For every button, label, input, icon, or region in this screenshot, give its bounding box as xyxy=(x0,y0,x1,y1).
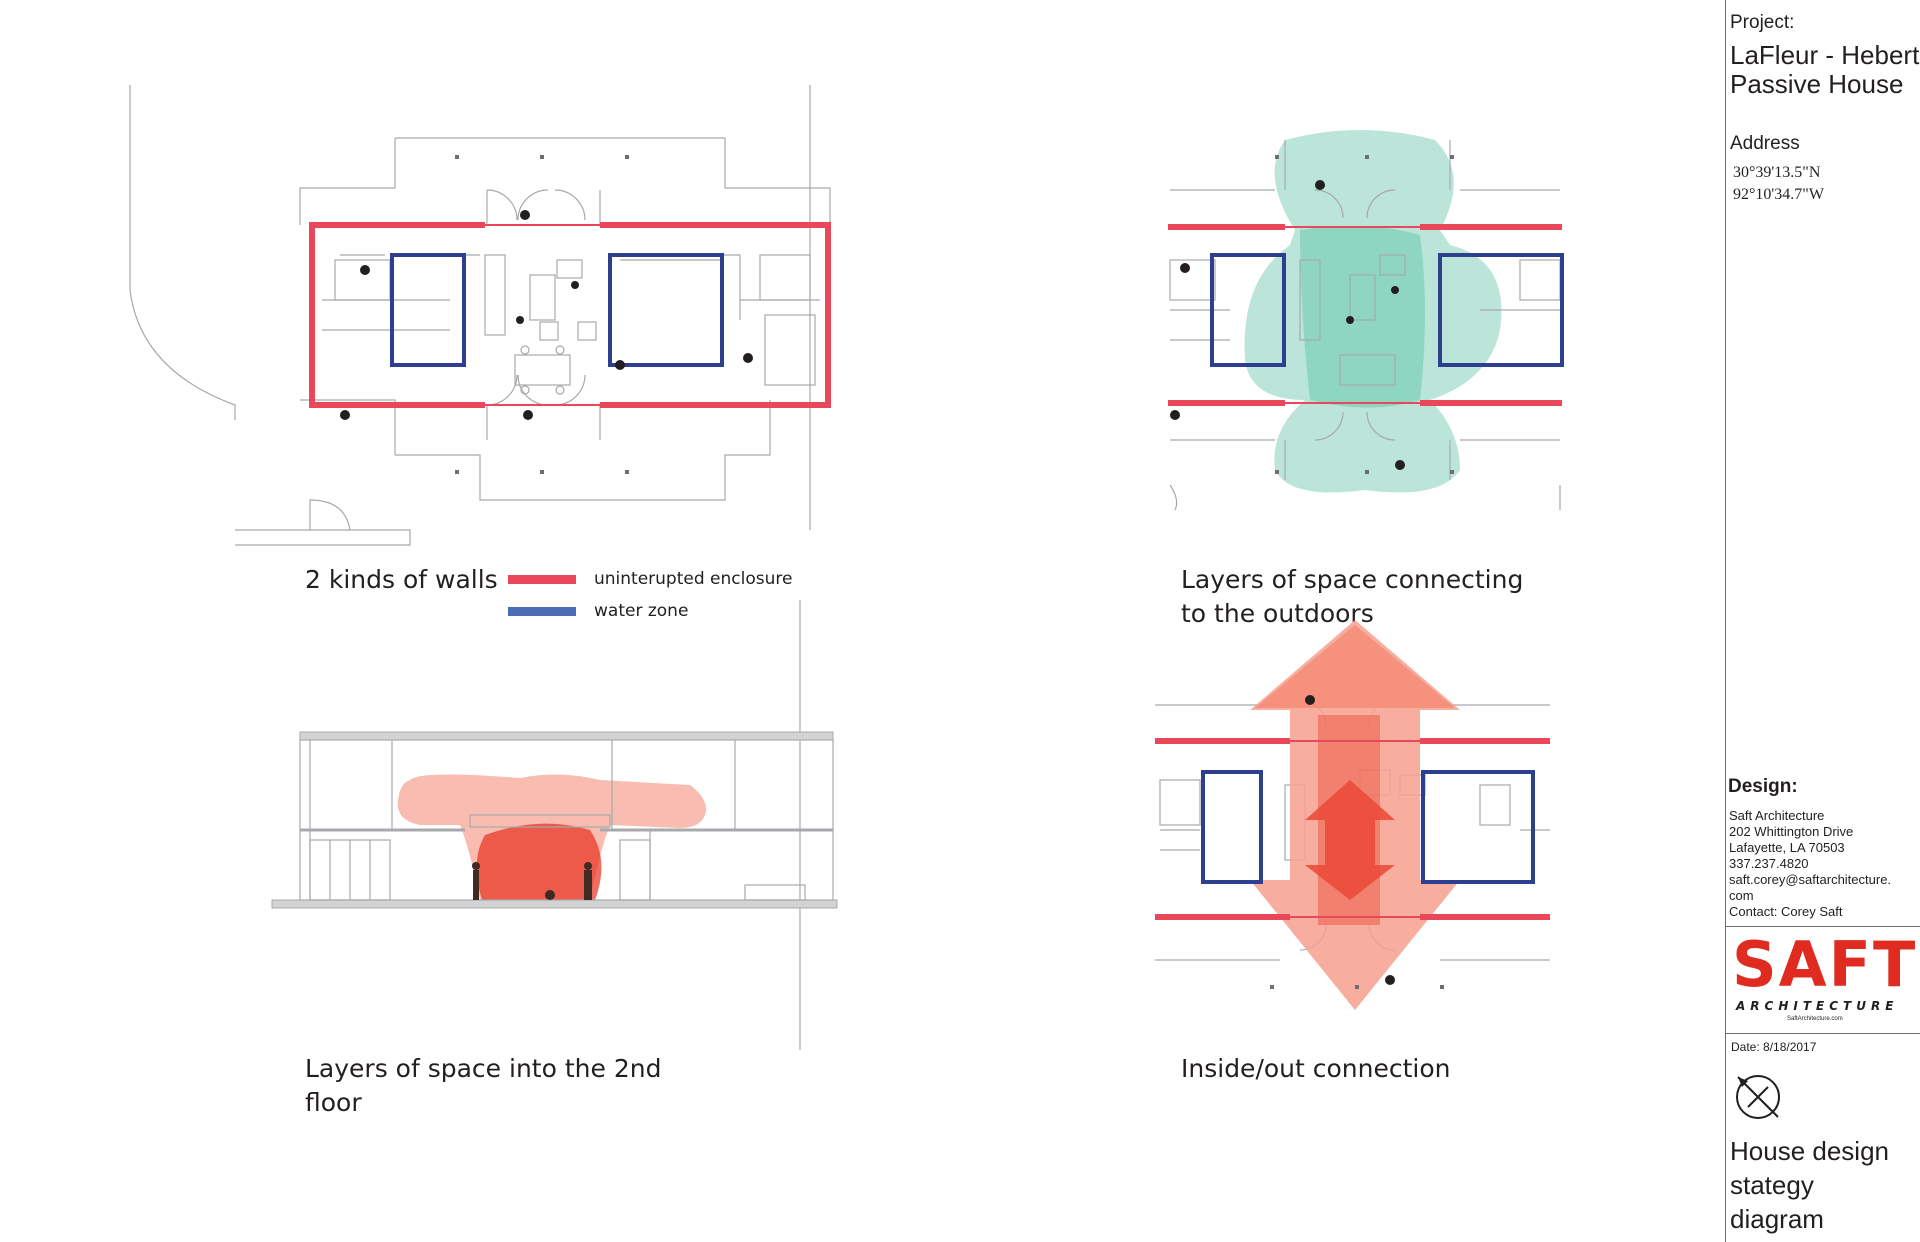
north-arrow-icon xyxy=(1736,1075,1780,1119)
design-label: Design: xyxy=(1728,776,1798,797)
address-label: Address xyxy=(1730,133,1800,154)
project-name-line2: Passive House xyxy=(1730,69,1904,99)
design-line-contact: Contact: Corey Saft xyxy=(1729,904,1843,919)
logo-url: SaftArchitecture.com xyxy=(1787,1016,1843,1022)
logo-box: SAFT ARCHITECTURE SaftArchitecture.com xyxy=(1725,926,1920,1034)
section-caption-line1: Layers of space into the 2nd xyxy=(305,1054,662,1083)
logo-subtitle: ARCHITECTURE xyxy=(1736,999,1899,1013)
title-block-border xyxy=(1725,0,1726,1242)
legend-label-enclosure: uninterupted enclosure xyxy=(594,569,793,589)
project-label: Project: xyxy=(1730,12,1795,33)
section-caption-line2: floor xyxy=(305,1088,362,1117)
design-line-phone: 337.237.4820 xyxy=(1729,856,1809,871)
design-line-street: 202 Whittington Drive xyxy=(1729,824,1854,839)
design-line-email: saft.corey@saftarchitecture. xyxy=(1729,872,1892,887)
design-line-firm: Saft Architecture xyxy=(1729,808,1825,823)
address-lon: 92°10'34.7"W xyxy=(1733,186,1824,203)
date-text: Date: 8/18/2017 xyxy=(1731,1040,1817,1054)
outdoors-caption-line2: to the outdoors xyxy=(1181,599,1374,628)
walls-caption: 2 kinds of walls xyxy=(305,565,498,594)
legend-swatch-enclosure xyxy=(508,575,576,584)
design-lines: Saft Architecture 202 Whittington Drive … xyxy=(1729,808,1919,920)
sheet-title-line2: stategy xyxy=(1730,1170,1814,1200)
design-line-city: Lafayette, LA 70503 xyxy=(1729,840,1845,855)
address-lat: 30°39'13.5"N xyxy=(1733,164,1821,181)
project-name-line1: LaFleur - Hebert xyxy=(1730,40,1920,70)
logo-wordmark: SAFT xyxy=(1732,928,1918,1001)
sheet-title-line3: diagram xyxy=(1730,1204,1824,1234)
legend-swatch-water-zone xyxy=(508,607,576,616)
design-line-email-cont: com xyxy=(1729,888,1754,903)
connection-caption: Inside/out connection xyxy=(1181,1054,1451,1083)
legend-label-water-zone: water zone xyxy=(594,601,689,621)
sheet-title-line1: House design xyxy=(1730,1136,1889,1166)
outdoors-caption-line1: Layers of space connecting xyxy=(1181,565,1524,594)
